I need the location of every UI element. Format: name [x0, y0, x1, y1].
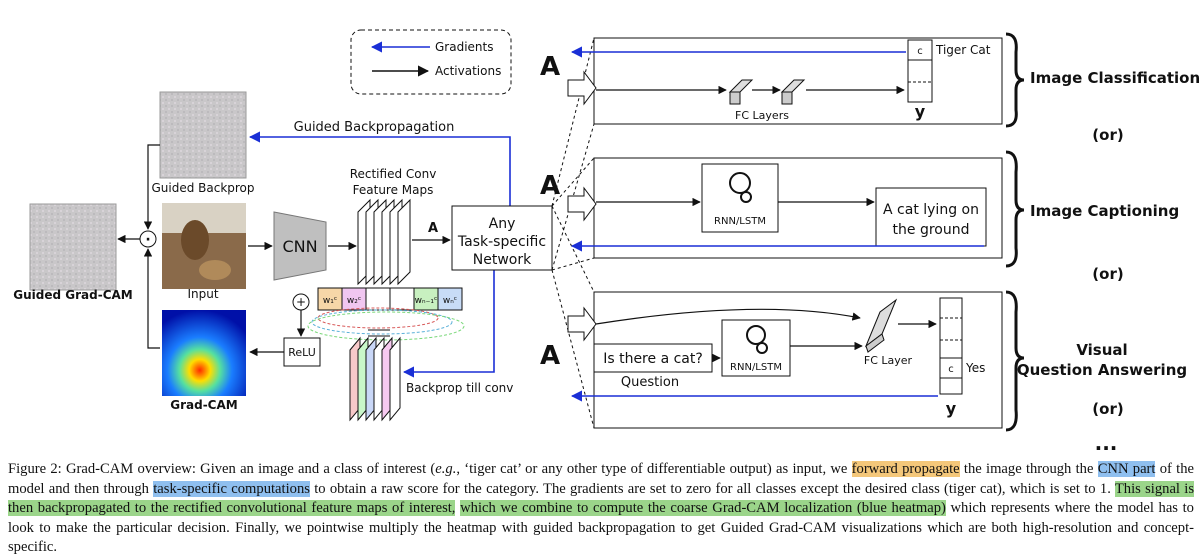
- network-line-3: Network: [473, 252, 532, 268]
- task-classification: Image Classification: [1030, 69, 1200, 87]
- multiply-symbol: ·: [145, 232, 150, 248]
- brace-3: [1005, 290, 1025, 432]
- panel1-y: y: [915, 102, 926, 121]
- guided-backprop-arrow: [248, 131, 511, 206]
- weights-bar: w₁ᶜ w₂ᶜ wₙ₋₁ᶜ wₙᶜ: [317, 287, 463, 311]
- panel3-y: y: [946, 399, 957, 418]
- guided-backprop-image: [159, 91, 247, 179]
- or-2: (or): [1092, 265, 1123, 283]
- panel2-a: A: [540, 171, 560, 201]
- input-label: Input: [187, 287, 218, 301]
- backprop-till-conv-label: Backprop till conv: [406, 381, 513, 395]
- caption-line-2: the ground: [893, 222, 970, 238]
- task-vqa-1: Visual: [1076, 341, 1127, 359]
- rnn-block-caption: [701, 163, 779, 233]
- caption-highlight-cnn: CNN part: [1097, 461, 1156, 477]
- gradcam-label: Grad-CAM: [170, 398, 237, 412]
- task-captioning: Image Captioning: [1030, 202, 1179, 220]
- heatmap-to-multiply-arrow: [143, 248, 160, 349]
- caption-s2: , ‘tiger cat’ or any other type of diffe…: [456, 461, 852, 477]
- figure-caption: Figure 2: Grad-CAM overview: Given an im…: [8, 460, 1194, 558]
- guided-to-multiply-arrow: [143, 144, 160, 230]
- fc-layers-label: FC Layers: [735, 109, 789, 122]
- sum-symbol: +: [296, 295, 306, 309]
- caption-highlight-task: task-specific computations: [153, 480, 310, 497]
- a-label-features: A: [428, 221, 438, 236]
- backprop-till-conv-arrow: [402, 270, 495, 378]
- weight-n: wₙᶜ: [443, 296, 457, 306]
- caption-highlight-combine: which we combine to compute the coarse G…: [460, 500, 946, 517]
- task-network-box: [451, 205, 553, 271]
- caption-line-1: A cat lying on: [883, 202, 979, 218]
- relu-block: [283, 337, 321, 367]
- input-image: [162, 203, 246, 289]
- caption-highlight-forward: forward propagate: [851, 461, 960, 477]
- projection-lines: [551, 37, 595, 429]
- question-text: Is there a cat?: [603, 351, 703, 367]
- panel1-a: A: [540, 52, 560, 82]
- tiger-cat-label: Tiger Cat: [935, 43, 991, 57]
- legend-activations: Activations: [435, 64, 501, 78]
- rnn-label-caption: RNN/LSTM: [714, 216, 766, 227]
- rectified-label-2: Feature Maps: [353, 183, 434, 197]
- caption-s3: the image through the: [959, 461, 1098, 477]
- rnn-label-vqa: RNN/LSTM: [730, 362, 782, 373]
- legend: Gradients Activations: [350, 29, 512, 95]
- caption-s5: to obtain a raw score for the category. …: [309, 480, 1115, 497]
- network-line-1: Any: [489, 216, 516, 232]
- guided-gradcam-label: Guided Grad-CAM: [13, 288, 132, 302]
- panel3-a: A: [540, 341, 560, 371]
- cnn-label: CNN: [282, 237, 317, 256]
- gradient-feature-maps: [349, 336, 401, 422]
- caption-s1: Figure 2: Grad-CAM overview: Given an im…: [8, 461, 436, 477]
- caption-s7: which represents where the model has to …: [8, 500, 1194, 556]
- cnn-block: [273, 211, 327, 281]
- question-label: Question: [621, 375, 679, 390]
- fc-layers: [728, 79, 806, 105]
- fc-layer-vqa: [864, 298, 898, 353]
- weight-1: w₁ᶜ: [323, 296, 337, 306]
- caption-s4: of the model and then through: [8, 461, 1195, 497]
- guided-gradcam-image: [29, 203, 117, 291]
- gradcam-heatmap: [162, 310, 246, 396]
- fc-layer-label: FC Layer: [864, 354, 913, 367]
- rectified-label-1: Rectified Conv: [350, 167, 437, 181]
- guided-backprop-label: Guided Backprop: [151, 181, 254, 195]
- ellipsis: ...: [1095, 431, 1118, 455]
- yes-label: Yes: [965, 361, 985, 375]
- gradcam-figure: Gradients Activations Guided Backprop Gu…: [13, 29, 1200, 455]
- weight-2: w₂ᶜ: [347, 296, 361, 306]
- classification-output-vector: [907, 39, 933, 103]
- relu-label: ReLU: [288, 346, 316, 359]
- brace-1: [1005, 32, 1025, 128]
- task-vqa-2: Question Answering: [1017, 361, 1187, 379]
- guided-backpropagation-label: Guided Backpropagation: [294, 120, 455, 135]
- panel1-c: c: [917, 46, 923, 57]
- caption-eg: e.g.: [435, 461, 457, 477]
- weight-n-1: wₙ₋₁ᶜ: [415, 296, 438, 306]
- question-box: [593, 343, 713, 373]
- panel3-c: c: [948, 364, 954, 375]
- or-3: (or): [1092, 400, 1123, 418]
- network-line-2: Task-specific: [457, 234, 546, 250]
- or-1: (or): [1092, 126, 1123, 144]
- brace-2: [1005, 150, 1025, 268]
- vqa-output-vector: [939, 297, 963, 395]
- feature-maps: [357, 198, 411, 286]
- legend-gradients: Gradients: [435, 40, 493, 54]
